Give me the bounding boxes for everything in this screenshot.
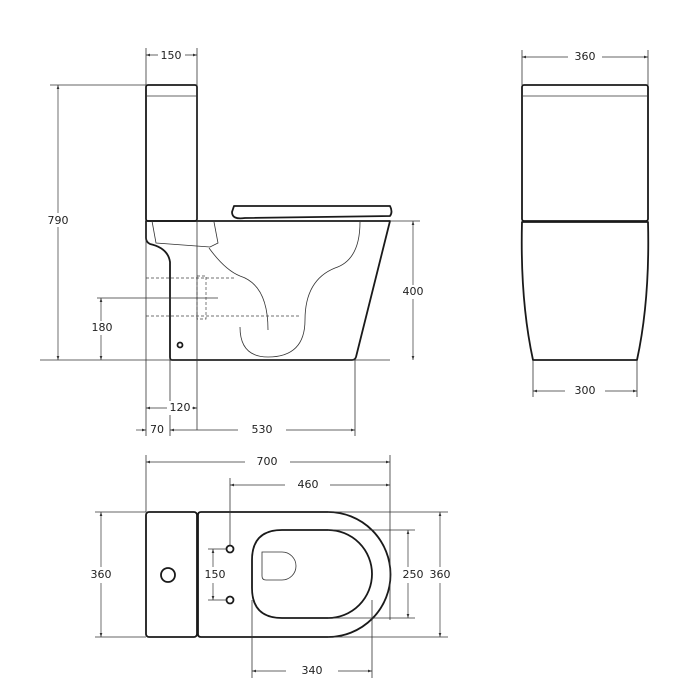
dim-bowl-length: 530 <box>252 423 273 436</box>
tank-front <box>521 84 649 222</box>
dim-wall-gap: 70 <box>150 423 164 436</box>
dim-width-left: 360 <box>91 568 112 581</box>
dim-seat-height: 400 <box>403 285 424 298</box>
seat-top <box>251 529 373 619</box>
dim-hole-to-front: 460 <box>298 478 319 491</box>
fixing-hole-icon <box>225 595 235 605</box>
dim-total-length: 700 <box>257 455 278 468</box>
tank-side <box>145 84 198 222</box>
dim-base-width: 300 <box>575 384 596 397</box>
trap-inner <box>208 247 269 331</box>
dim-tank-width: 360 <box>575 50 596 63</box>
dim-total-height: 790 <box>48 214 69 227</box>
fixing-hole-icon <box>225 544 235 554</box>
dim-width-right: 360 <box>430 568 451 581</box>
bowl-top <box>197 511 392 638</box>
bowl-front <box>520 221 650 361</box>
dim-tank-depth: 150 <box>161 49 182 62</box>
bowl-side <box>145 220 391 361</box>
side-view: 150 790 400 180 120 70 530 <box>40 48 427 437</box>
dim-hole-spacing: 150 <box>205 568 226 581</box>
seat-side <box>231 205 393 220</box>
dim-inner-width: 250 <box>403 568 424 581</box>
tank-top <box>145 511 198 638</box>
top-view: 700 460 360 150 250 360 340 <box>86 455 454 678</box>
seat-lid-outline <box>261 551 297 581</box>
front-view: 360 300 <box>520 50 650 398</box>
flush-button-icon <box>160 567 176 583</box>
dim-outlet-height: 180 <box>92 321 113 334</box>
fixing-hole-icon <box>176 341 184 349</box>
dim-outlet-offset: 120 <box>170 401 191 414</box>
trap-outer <box>239 221 361 358</box>
dim-inner-length: 340 <box>302 664 323 677</box>
